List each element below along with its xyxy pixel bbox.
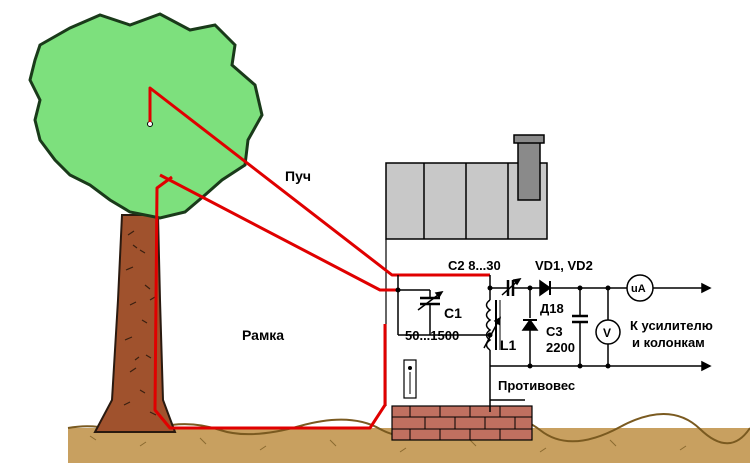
c1-label: C1 [444,305,462,321]
microammeter-circle [626,274,654,302]
tree-crown [28,12,264,220]
beam-wire [148,86,398,277]
c3-label: C3 [546,324,563,339]
c3-value-label: 2200 [546,340,575,355]
frame-label: Рамка [242,327,284,343]
chimney [513,134,545,201]
junction-dots [395,285,611,369]
frame-wire [159,173,398,292]
diodes-label: VD1, VD2 [535,258,593,273]
counterweight-label: Противовес [498,378,575,393]
l1-coil [485,299,492,351]
voltmeter-label: V [603,326,611,340]
d18-label: Д18 [540,301,564,316]
beam-label: Пуч [285,168,311,184]
microammeter-label: uA [631,283,646,295]
c2-label: C2 8...30 [448,258,501,273]
vd1-diode [539,279,552,297]
wall-panel [403,359,417,399]
l1-label: L1 [500,337,517,353]
loop-wire [153,175,387,430]
output-label-line1: К усилителю [630,318,713,333]
output-label-line2: и колонкам [632,335,705,350]
vd2-diode [521,318,539,331]
brick-foundation [391,405,533,441]
c1-value-label: 50...1500 [405,328,459,343]
antenna-wires [148,86,490,430]
receiver-circuit [397,274,712,412]
tree-trunk [93,214,177,433]
